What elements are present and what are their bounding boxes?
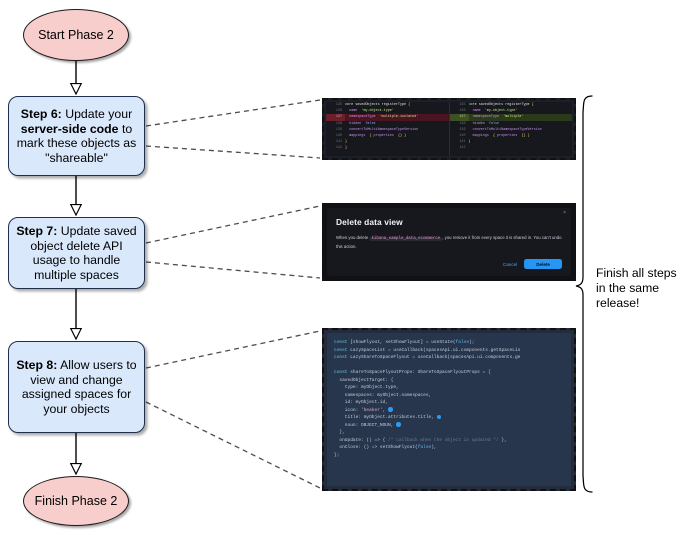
callout-step8	[145, 330, 321, 489]
diff-line-number: 138	[459, 121, 466, 126]
diff-line-text: namespaceType: 'multiple',	[472, 115, 526, 120]
diff-line-number: 139	[335, 127, 342, 132]
brace-note: Finish all steps in the same release!	[596, 266, 677, 310]
diff-row: 141});	[326, 139, 449, 145]
diff-line-text: }	[345, 146, 348, 151]
diff-line-text: convertToMultiNamespaceTypeVersion: '	[349, 127, 425, 132]
diff-line-text: });	[345, 140, 352, 145]
diff-line-number: 137	[326, 114, 345, 121]
diff-line-number: 138	[335, 121, 342, 126]
diff-row: 137 namespaceType: 'multiple',	[449, 114, 572, 121]
diff-row: 139 convertToMultiNamespaceTypeVersion: …	[450, 127, 573, 133]
diff-line-number: 141	[459, 140, 466, 145]
diff-line-number: 142	[335, 146, 342, 151]
modal-delete-data-view: × Delete data view When you delete kiban…	[327, 208, 571, 276]
diff-row: 142	[450, 145, 573, 151]
diff-row: 136 name: 'my-object-type',	[326, 108, 449, 114]
code-line: namespaces: myObject.namespaces,	[334, 392, 432, 398]
code-line: onUpdate: () => { /* callback when the o…	[334, 437, 507, 443]
code-line: const [showFlyout, setShowFlyout] = useS…	[334, 340, 475, 345]
process-step-6[interactable]: Step 6: Update your server-side code to …	[8, 96, 145, 176]
screenshot-share-to-space-code[interactable]: const [showFlyout, setShowFlyout] = useS…	[322, 328, 576, 491]
delete-button[interactable]: Delete	[524, 259, 562, 269]
diff-line-number: 141	[335, 140, 342, 145]
diff-line-text: mappings: { properties: {} },	[349, 133, 409, 138]
diff-row: 136 name: 'my-object-type',	[450, 108, 573, 114]
diff-line-number: 137	[449, 114, 469, 121]
diff-row: 140 mappings: { properties: {} },	[326, 133, 449, 139]
modal-title: Delete data view	[336, 217, 403, 227]
cancel-button[interactable]: Cancel	[502, 261, 518, 267]
modal-actions: Cancel Delete	[503, 259, 562, 269]
diff-line-text: hidden: false,	[349, 121, 378, 126]
process-step-7-label: Step 7: Update saved object delete API u…	[16, 224, 137, 282]
code-line: id: myObject.id,	[334, 400, 389, 405]
terminator-start-label: Start Phase 2	[38, 27, 114, 42]
diff-line-text: });	[468, 140, 475, 145]
modal-body: When you delete kibana_sample_data_ecomm…	[336, 234, 562, 250]
diff-row: 138 hidden: false,	[450, 121, 573, 127]
diff-row: 139 convertToMultiNamespaceTypeVersion: …	[326, 127, 449, 133]
code-line: title: myObject.attributes.title,	[334, 414, 564, 422]
code-line: const LazyShareToSpaceFlyout = useCallba…	[334, 355, 521, 360]
close-icon[interactable]: ×	[563, 210, 566, 216]
diff-row: 140 mappings: { properties: {} },	[450, 133, 573, 139]
code-block: const [showFlyout, setShowFlyout] = useS…	[327, 333, 571, 486]
code-line: type: myObject.type,	[334, 385, 399, 390]
diff-line-number: 135	[335, 103, 342, 107]
modal-body-code: kibana_sample_data_ecommerce	[369, 237, 443, 241]
process-step-7[interactable]: Step 7: Update saved object delete API u…	[8, 217, 145, 289]
diff-row: 137 namespaceType: 'multiple-isolated',	[326, 114, 449, 121]
diff-row: 138 hidden: false,	[326, 121, 449, 127]
terminator-finish-label: Finish Phase 2	[34, 493, 118, 508]
diff-line-number: 135	[459, 103, 466, 107]
terminator-start[interactable]: Start Phase 2	[23, 9, 129, 61]
code-line: },	[334, 430, 345, 435]
process-step-8[interactable]: Step 8: Allow users to view and change a…	[8, 341, 145, 433]
diff-line-text: namespaceType: 'multiple-isolated',	[349, 115, 421, 120]
callout-step6	[145, 99, 321, 159]
code-line: const LazySpaceList = useCallback(spaces…	[334, 347, 521, 353]
code-line: savedObjectTarget: {	[334, 377, 394, 383]
code-line: noun: OBJECT_NOUN,	[334, 422, 564, 430]
code-line: const shareToSpaceFlyoutProps: ShareToSp…	[334, 370, 491, 375]
modal-body-prefix: When you delete	[336, 235, 369, 240]
diff-line-text: convertToMultiNamespaceTypeVersion: '	[472, 127, 548, 132]
diff-line-number: 136	[459, 109, 466, 114]
diff-line-text: core.savedObjects.registerType({	[345, 103, 411, 107]
screenshot-delete-data-view[interactable]: × Delete data view When you delete kiban…	[322, 203, 576, 281]
diff-row: 142}	[326, 145, 449, 151]
code-line: icon: 'beaker',	[334, 407, 564, 415]
process-step-6-label: Step 6: Update your server-side code to …	[16, 107, 137, 165]
diff-line-number: 139	[459, 127, 466, 132]
code-line	[334, 362, 564, 370]
diff-line-number: 140	[335, 133, 342, 138]
diff-line-text: hidden: false,	[472, 121, 502, 126]
diff-line-number: 136	[335, 109, 342, 114]
diff-line-text: name: 'my-object-type',	[349, 109, 396, 114]
diff-line-text: core.savedObjects.registerType({	[468, 103, 534, 107]
diff-line-text: mappings: { properties: {} },	[472, 133, 532, 138]
diff-row: 141});	[450, 139, 573, 145]
terminator-finish[interactable]: Finish Phase 2	[23, 476, 129, 526]
process-step-8-label: Step 8: Allow users to view and change a…	[16, 358, 137, 416]
diff-line-text: name: 'my-object-type',	[472, 109, 520, 114]
code-line: onClose: () => setShowFlyout(false),	[334, 445, 437, 450]
diff-line-number: 142	[459, 146, 466, 151]
grouping-brace	[575, 95, 593, 493]
modal-body-suffix: , you remove it from every space it is s…	[336, 235, 562, 249]
code-line: };	[334, 452, 340, 458]
callout-step7	[145, 205, 321, 279]
diff-line-number: 140	[459, 133, 466, 138]
